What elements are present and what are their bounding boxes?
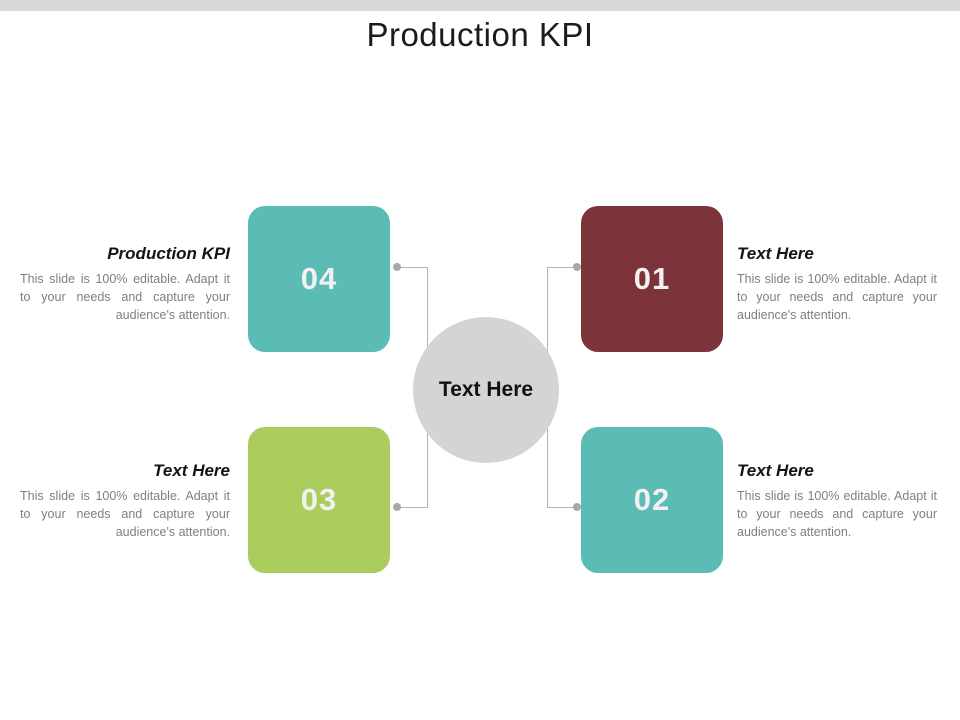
- connector-line-02-horizontal: [547, 507, 578, 508]
- step-box-03: 03: [248, 427, 390, 573]
- connector-line-04-vertical: [427, 267, 428, 360]
- text-block-body: This slide is 100% editable. Adapt it to…: [737, 489, 937, 539]
- step-number-03: 03: [300, 482, 338, 517]
- step-number-04: 04: [300, 261, 338, 296]
- connector-dot-02: [573, 503, 581, 511]
- center-circle: Text Here: [413, 317, 559, 463]
- text-block-heading: Text Here: [737, 461, 814, 480]
- text-block-bottom-left: Text Here This slide is 100% editable. A…: [20, 460, 230, 541]
- connector-line-03-vertical: [427, 420, 428, 508]
- text-block-heading: Production KPI: [107, 244, 230, 263]
- connector-dot-01: [573, 263, 581, 271]
- text-block-top-left: Production KPI This slide is 100% editab…: [20, 243, 230, 324]
- connector-line-01-vertical: [547, 267, 548, 360]
- text-block-bottom-right: Text Here This slide is 100% editable. A…: [737, 460, 937, 541]
- text-block-top-right: Text Here This slide is 100% editable. A…: [737, 243, 937, 324]
- step-box-01: 01: [581, 206, 723, 352]
- connector-dot-04: [393, 263, 401, 271]
- text-block-body: This slide is 100% editable. Adapt it to…: [737, 272, 937, 322]
- center-circle-label: Text Here: [438, 378, 534, 401]
- step-number-02: 02: [633, 482, 671, 517]
- connector-line-04-horizontal: [399, 267, 428, 268]
- text-block-heading: Text Here: [153, 461, 230, 480]
- text-block-body: This slide is 100% editable. Adapt it to…: [20, 272, 230, 322]
- slide-title: Production KPI: [366, 16, 594, 53]
- connector-line-03-horizontal: [399, 507, 428, 508]
- step-box-04: 04: [248, 206, 390, 352]
- connector-dot-03: [393, 503, 401, 511]
- text-block-body: This slide is 100% editable. Adapt it to…: [20, 489, 230, 539]
- connector-line-02-vertical: [547, 420, 548, 508]
- text-block-heading: Text Here: [737, 244, 814, 263]
- top-accent-band: [0, 0, 960, 11]
- connector-line-01-horizontal: [547, 267, 578, 268]
- step-box-02: 02: [581, 427, 723, 573]
- step-number-01: 01: [633, 261, 671, 296]
